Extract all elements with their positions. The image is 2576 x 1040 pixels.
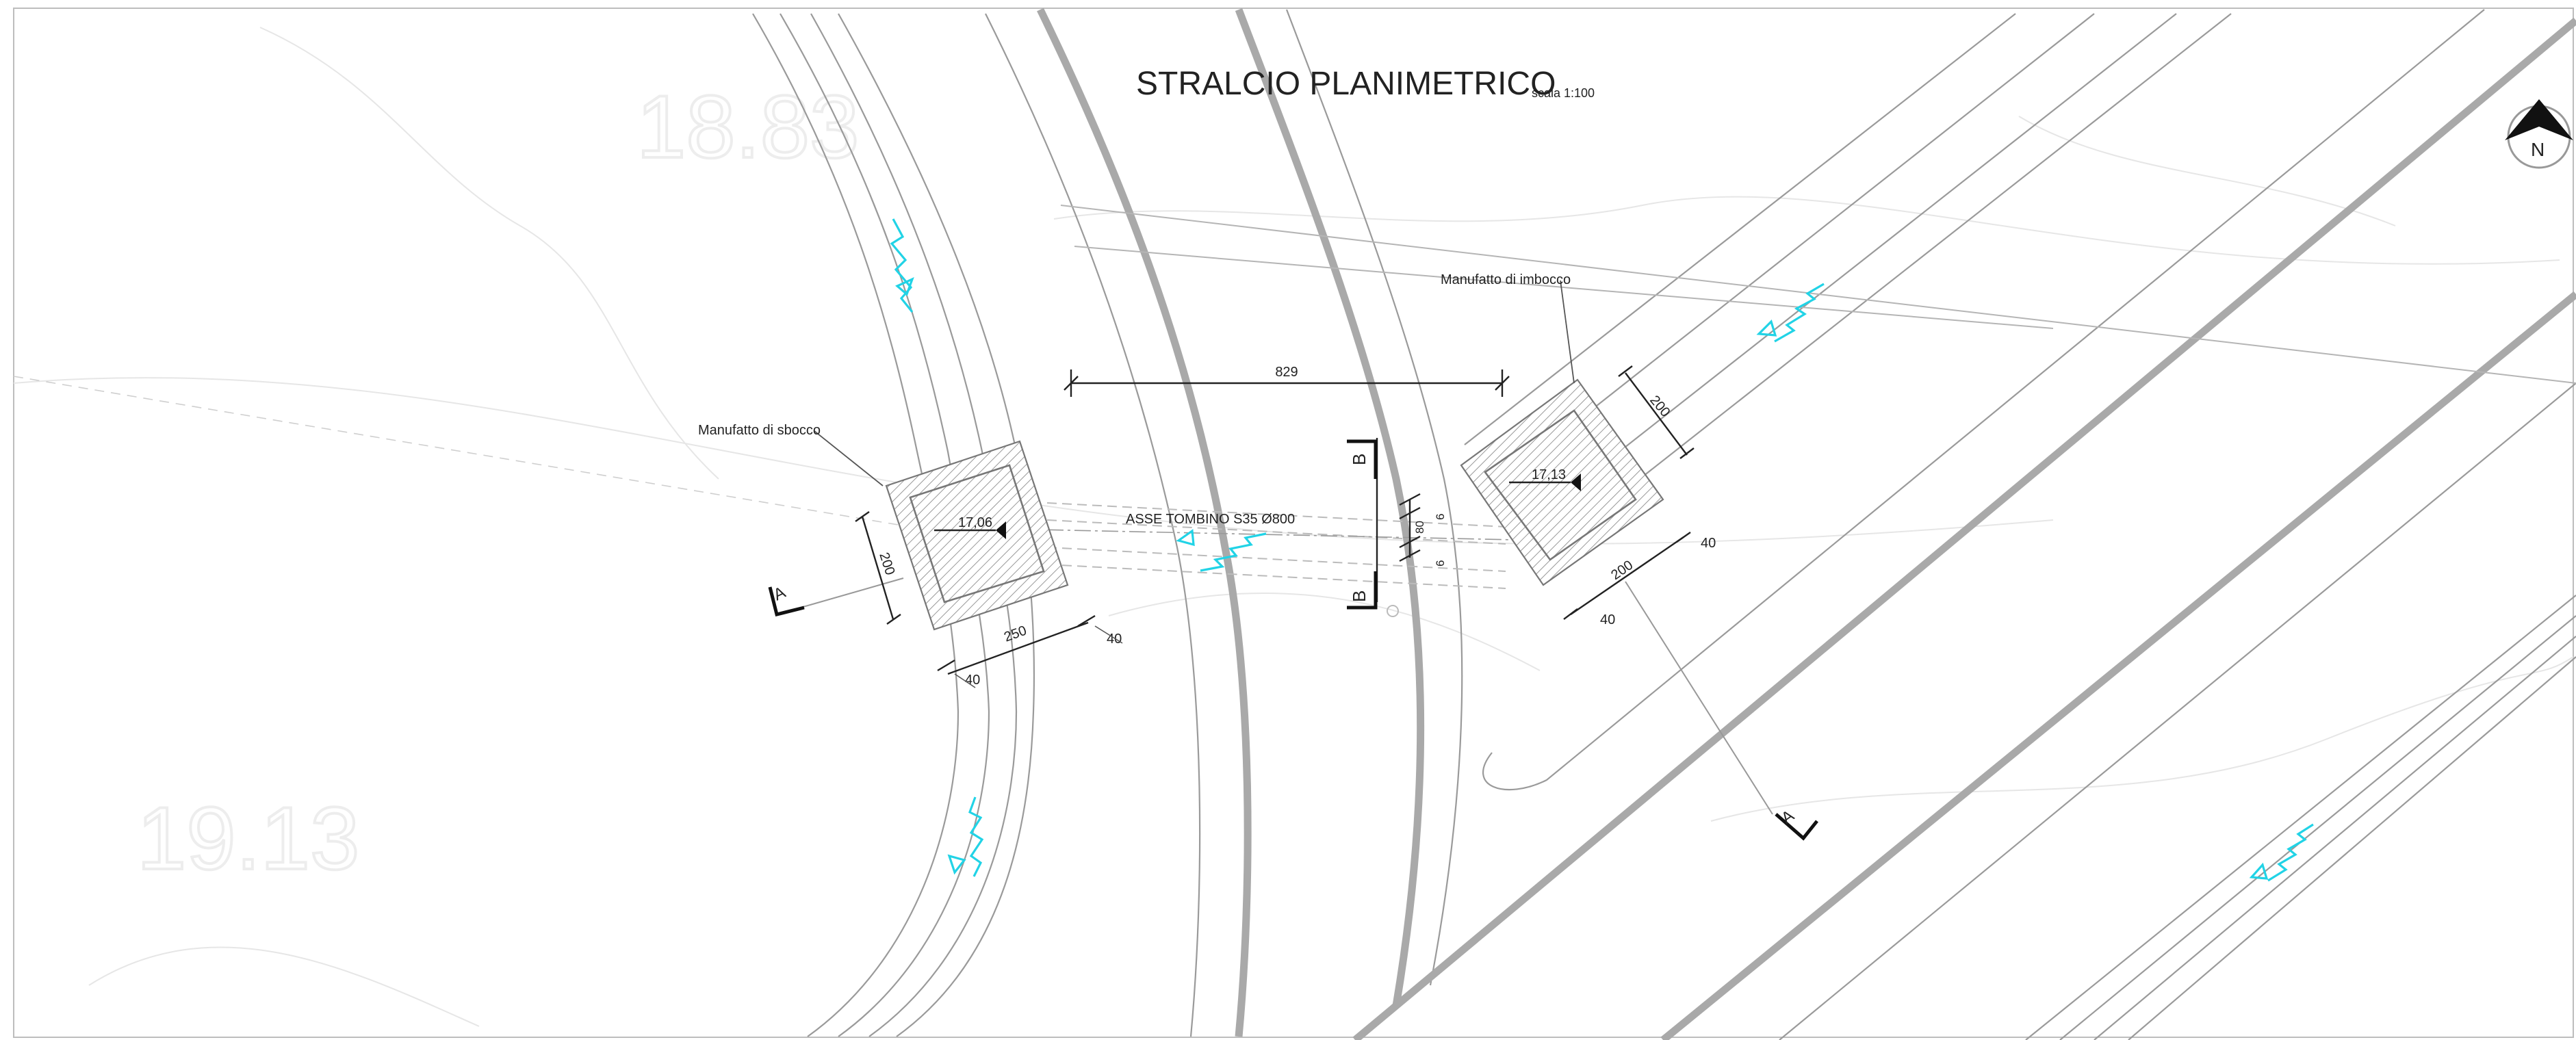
pipe-diameter-label: 80 bbox=[1413, 521, 1426, 534]
terrain-contours bbox=[13, 27, 2574, 1027]
flow-arrow-2 bbox=[968, 796, 984, 877]
flow-arrow-4 bbox=[1774, 283, 1825, 343]
dimension-length-label: 829 bbox=[1275, 365, 1298, 380]
flow-arrow-1 bbox=[890, 218, 914, 313]
scale-label: scala 1:100 bbox=[1532, 86, 1595, 100]
dimension-829: 829 bbox=[1064, 365, 1510, 397]
inlet-label: Manufatto di imbocco bbox=[1441, 272, 1571, 287]
section-aa: A A bbox=[768, 577, 1818, 841]
section-b-label-2: B bbox=[1349, 590, 1369, 602]
road-east bbox=[1235, 8, 1463, 1006]
ramp-lines bbox=[1060, 9, 2576, 1040]
outlet-dimensions: 200 250 40 40 bbox=[855, 511, 1123, 688]
drawing-frame bbox=[13, 8, 2574, 1038]
culvert-pipe bbox=[13, 376, 1547, 589]
flow-arrow-3 bbox=[1200, 532, 1267, 572]
flow-arrow-5 bbox=[2267, 823, 2314, 882]
north-arrow-icon: N bbox=[2505, 99, 2573, 169]
outlet-width-label: 250 bbox=[1002, 623, 1029, 645]
outlet-structure bbox=[885, 440, 1069, 631]
inlet-wall-label-b: 40 bbox=[1701, 536, 1716, 551]
outlet-elevation: 17,06 bbox=[958, 515, 992, 530]
ground-mark-2: 19.13 bbox=[137, 788, 359, 888]
inlet-side-label: 200 bbox=[1608, 558, 1636, 583]
section-b-label-1: B bbox=[1349, 454, 1369, 465]
inlet-wall-label-a: 40 bbox=[1600, 612, 1615, 627]
pipe-wall-bottom-label: 6 bbox=[1434, 560, 1447, 567]
drawing-title: STRALCIO PLANIMETRICO bbox=[1136, 66, 1556, 102]
pipe-wall-top-label: 6 bbox=[1434, 514, 1447, 520]
ground-mark-1: 18.83 bbox=[636, 77, 859, 177]
inlet-elevation: 17,13 bbox=[1532, 467, 1566, 482]
outlet-wall-label-b: 40 bbox=[1107, 632, 1122, 647]
north-label: N bbox=[2531, 139, 2545, 160]
section-bb: B B 80 6 6 bbox=[1347, 438, 1447, 617]
elevation-markers: 17,06 17,13 bbox=[934, 467, 1581, 539]
outlet-label: Manufatto di sbocco bbox=[698, 423, 821, 438]
road-west bbox=[985, 8, 1252, 1037]
inlet-width-label: 200 bbox=[1647, 393, 1673, 420]
culvert-axis-label: ASSE TOMBINO S35 Ø800 bbox=[1126, 512, 1295, 527]
section-a-label-2: A bbox=[1778, 807, 1798, 828]
flow-arrows bbox=[890, 218, 2314, 882]
